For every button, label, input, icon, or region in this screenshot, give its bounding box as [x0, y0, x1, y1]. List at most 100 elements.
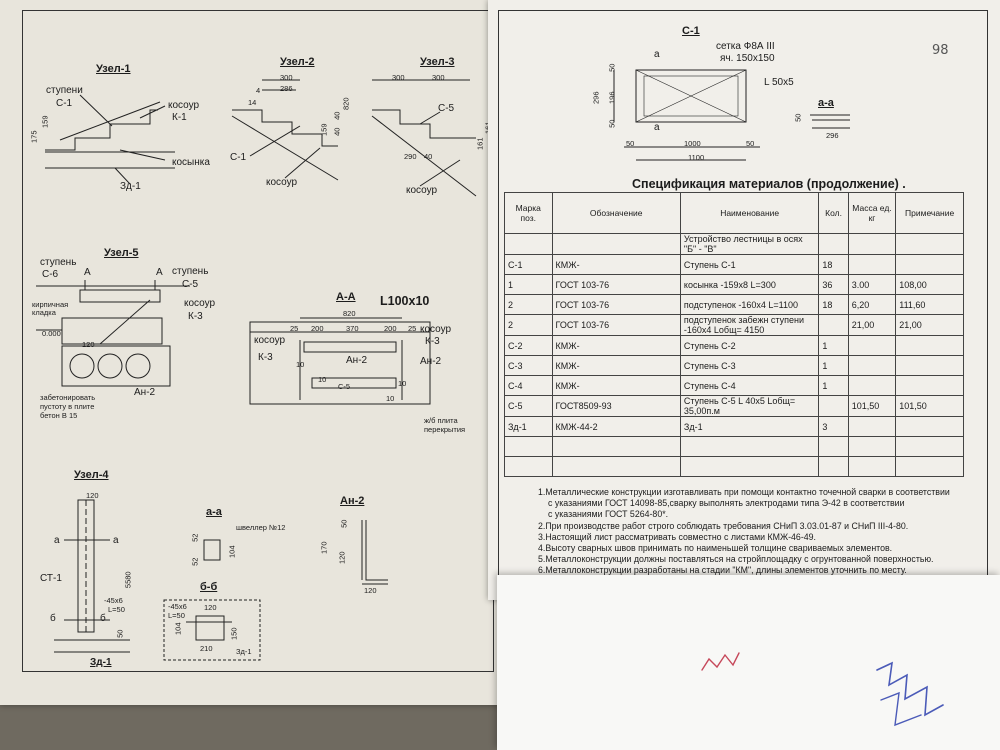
- cell: Зд-1: [504, 416, 553, 437]
- cell: Ступень С-5 L 40x5 Lобщ= 35,00п.м: [679, 395, 820, 417]
- cell: [895, 416, 964, 437]
- note-line: 2.При производстве работ строго соблюдат…: [538, 520, 909, 531]
- aa-label-slab: ж/б плита перекрытия: [424, 416, 466, 434]
- cell: [895, 456, 964, 477]
- cell: 21,00: [847, 314, 897, 336]
- cell: 2: [504, 314, 553, 336]
- uzel5-title: Узел-5: [104, 247, 139, 259]
- uzel5-label-c6: С-6: [42, 269, 59, 280]
- note-line: 6.Металлоконструкции разработаны на стад…: [538, 565, 907, 576]
- c1-dim-1100: 1100: [688, 153, 705, 162]
- section-bb-dim-120: 120: [204, 603, 217, 612]
- uzel2-title: Узел-2: [280, 56, 315, 68]
- uzel2-dim-300: 300: [280, 73, 293, 82]
- left-drawing-sheet: Узел-1 ступени С-1 косоур К-1 косынка Зд…: [0, 0, 500, 705]
- cell: 1: [818, 335, 849, 356]
- uzel5-label-an2: Ан-2: [134, 387, 156, 398]
- cell: [847, 335, 897, 356]
- uzel2-dim-4: 4: [256, 86, 261, 95]
- uzel5-label-step1: ступень: [40, 257, 77, 268]
- aa-dim-10d: 10: [386, 394, 395, 403]
- c1-mesh: сетка Ф8А III: [716, 41, 775, 52]
- spec-header-designation: Обозначение: [551, 192, 681, 234]
- cell: 6,20: [847, 294, 897, 315]
- aa-dim-200a: 200: [311, 324, 324, 333]
- uzel5-label-a1: А: [84, 267, 91, 278]
- spec-table: Марка поз. Обозначение Наименование Кол.…: [504, 192, 964, 477]
- uzel3-dim-290: 290: [404, 152, 417, 161]
- cell: [847, 375, 897, 396]
- uzel5-note-concrete: забетонировать пустоту в плите бетон В 1…: [40, 393, 96, 420]
- cell: [895, 436, 964, 457]
- cell: 18: [818, 254, 849, 275]
- aa-dim-25b: 25: [408, 324, 417, 333]
- c1-dim-50-right: 50: [746, 139, 755, 148]
- cell: 2: [504, 294, 553, 315]
- cell: С-4: [504, 375, 553, 396]
- cell: [504, 456, 553, 477]
- table-row: [504, 456, 964, 477]
- aa-profile: L100x10: [380, 294, 430, 308]
- cell: С-1: [504, 254, 553, 275]
- c1-angle: L 50x5: [764, 77, 794, 88]
- uzel5-label-masonry: кирпичная кладка: [32, 300, 69, 317]
- cell: косынка -159х8 L=300: [679, 274, 820, 295]
- note-line: 4.Высоту сварных швов принимать по наиме…: [538, 543, 893, 554]
- section-bb-title: б-б: [200, 581, 218, 593]
- scribble-drawing: [701, 652, 944, 727]
- spec-title: Спецификация материалов (продолжение) .: [632, 177, 906, 191]
- uzel4-title: Узел-4: [74, 469, 109, 481]
- cell: ГОСТ8509-93: [551, 395, 681, 417]
- c1-dim-1000: 1000: [684, 139, 701, 148]
- note-line: 1.Металлические конструкции изготавливат…: [538, 487, 950, 497]
- cell: 1: [818, 375, 849, 396]
- uzel2-label-c1: С-1: [230, 152, 247, 163]
- cell: Ступень С-2: [679, 335, 820, 356]
- uzel3-dim-300a: 300: [392, 73, 405, 82]
- aa-label-kosour-left: косоур: [254, 335, 286, 346]
- cell: ГОСТ 103-76: [551, 314, 681, 336]
- uzel1-label-kosour: косоур: [168, 100, 200, 111]
- aa-label-kosour-right: косоур: [420, 324, 452, 335]
- cell: ГОСТ 103-76: [551, 294, 681, 315]
- aa-label-c5: С-5: [338, 382, 351, 391]
- cell: [679, 436, 820, 457]
- uzel1-title: Узел-1: [96, 63, 131, 75]
- c1-title: С-1: [682, 25, 700, 37]
- uzel3-label-kosour: косоур: [406, 185, 438, 196]
- cell: 1: [818, 355, 849, 376]
- cell: 108,00: [895, 274, 964, 295]
- table-row: [504, 436, 964, 457]
- spec-header-note: Примечание: [895, 192, 964, 234]
- section-bb-plate: -45x6: [168, 602, 187, 611]
- uzel4-label-zd1: Зд-1: [90, 657, 112, 668]
- cell: С-5: [504, 395, 553, 417]
- cell: [551, 233, 681, 255]
- aa-title: А-А: [336, 291, 356, 303]
- cell: [818, 456, 849, 477]
- table-row: Устройство лестницы в осях "Б" - "В": [504, 233, 964, 255]
- cell: [679, 456, 820, 477]
- c1-mark-a-top: а: [654, 49, 660, 60]
- uzel2-dim-286: 286: [280, 84, 293, 93]
- cell: [895, 355, 964, 376]
- aa-dim-10b: 10: [318, 375, 327, 384]
- cell: КМЖ-: [551, 335, 681, 356]
- cell: [847, 436, 897, 457]
- uzel4-cut-b-left: б: [50, 613, 56, 624]
- note-line: с указаниями ГОСТ 5264-80*.: [548, 509, 669, 520]
- spec-header-row: Марка поз. Обозначение Наименование Кол.…: [504, 192, 964, 234]
- cell: [504, 436, 553, 457]
- cell: подступенок забежн ступени -160х4 Lобщ= …: [679, 314, 820, 336]
- cell: [818, 395, 849, 417]
- uzel1-label-steps: ступени: [46, 85, 83, 96]
- cell: [818, 233, 849, 255]
- section-bb-dim-210: 210: [200, 644, 213, 653]
